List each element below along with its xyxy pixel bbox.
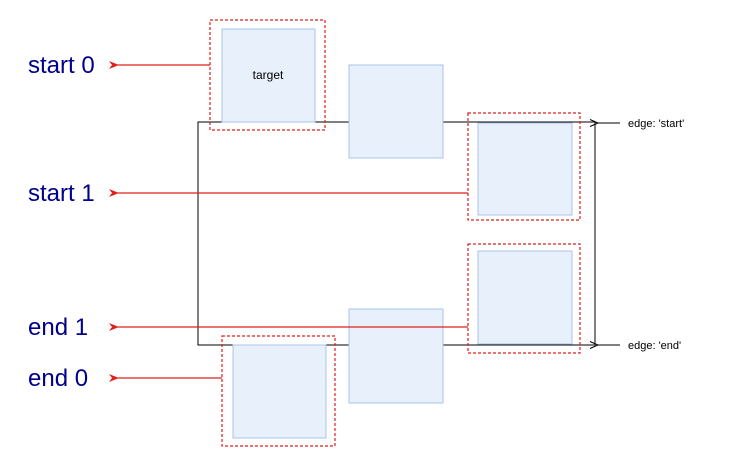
- target-item: [221, 28, 316, 123]
- label-start1: start 1: [28, 180, 95, 207]
- highlight-end0: [221, 335, 336, 447]
- highlight-start1: [467, 112, 581, 221]
- label-end0: end 0: [28, 365, 88, 392]
- label-edge-end: edge: 'end': [628, 340, 681, 352]
- item-end0: [232, 344, 327, 439]
- label-end1: end 1: [28, 314, 88, 341]
- item-top-middle: [348, 64, 444, 159]
- highlight-end1: [467, 243, 581, 354]
- item-end1: [477, 250, 573, 345]
- item-start1: [477, 122, 573, 216]
- highlight-start0: [209, 19, 326, 131]
- label-edge-start: edge: 'start': [628, 118, 684, 130]
- target-label: target: [253, 68, 284, 82]
- label-start0: start 0: [28, 52, 95, 79]
- item-bottom-middle: [348, 308, 444, 404]
